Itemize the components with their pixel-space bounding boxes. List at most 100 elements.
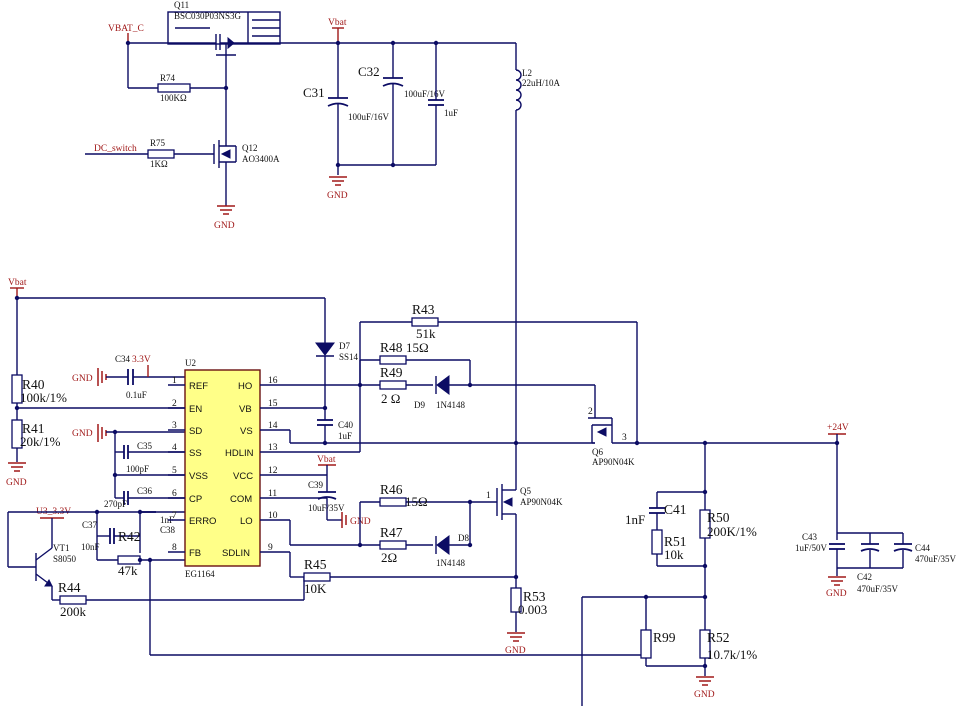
svg-text:15: 15 <box>268 399 278 409</box>
svg-text:1: 1 <box>172 376 177 386</box>
ref-cap-c34: GND C34 3.3V 0.1uF <box>72 354 185 400</box>
c42-value: 470uF/35V <box>857 584 899 594</box>
svg-text:SS: SS <box>189 448 202 459</box>
junction <box>14 405 20 411</box>
gnd-label: GND <box>505 646 526 656</box>
q6-ref: Q6 <box>592 447 603 457</box>
gnd-label: GND <box>327 191 348 201</box>
net-label-vbat-c: VBAT_C <box>108 24 144 34</box>
svg-text:5: 5 <box>172 466 177 476</box>
r75-body <box>147 149 175 159</box>
r43-path: R43 51k <box>290 302 638 453</box>
svg-text:3: 3 <box>622 433 627 443</box>
ic-left-pin-6: 6 CP <box>168 489 202 505</box>
c33-value: 1uF <box>444 108 458 118</box>
gnd-symbol <box>8 462 26 472</box>
gnd-label: GND <box>72 429 93 439</box>
svg-text:13: 13 <box>268 443 278 453</box>
r43-body <box>411 317 439 327</box>
gnd-label: GND <box>694 690 715 700</box>
junction <box>702 440 708 446</box>
l2-ref: L2 <box>522 68 532 78</box>
input-cap-bank: Vbat C31 100uF/16V C32 100uF/16V 1uF <box>303 18 458 201</box>
junction <box>467 542 473 548</box>
r45-value: 10K <box>304 581 327 596</box>
junction <box>702 563 708 569</box>
r47-value: 2Ω <box>381 550 397 565</box>
r44-body <box>59 595 87 605</box>
ic-u2: U2 EG1164 1 REF 2 EN 3 SD 4 SS 5 VSS <box>168 358 290 579</box>
junction <box>322 405 328 411</box>
svg-text:10: 10 <box>268 511 278 521</box>
gnd-label: GND <box>72 374 93 384</box>
gnd-symbol <box>696 676 714 686</box>
net-label-dc-switch: DC_switch <box>94 144 137 154</box>
junction <box>390 162 396 168</box>
svg-text:7: 7 <box>172 511 177 521</box>
svg-text:ERRO: ERRO <box>189 516 216 527</box>
ic-right-pin-10: 10 LO <box>240 511 290 527</box>
junction <box>834 440 840 446</box>
r42-value: 47k <box>118 563 138 578</box>
svg-text:VCC: VCC <box>233 471 253 482</box>
junction <box>513 574 519 580</box>
c43-value: 1uF/50V <box>795 543 828 553</box>
r49-ref: R49 <box>380 365 403 380</box>
r51-ref: R51 <box>664 534 687 549</box>
r40-value: 100k/1% <box>20 390 67 405</box>
q5-mosfet: 1 Q5 AP90N04K <box>486 470 563 588</box>
c40-ref: C40 <box>338 420 354 430</box>
high-side-gate-drive: R48 15Ω R49 2 Ω D9 1N4148 <box>290 340 596 418</box>
svg-text:SDLIN: SDLIN <box>222 548 250 559</box>
q11-ref: Q11 <box>174 0 189 10</box>
gnd-symbol <box>217 205 235 215</box>
d9-diode <box>436 375 450 395</box>
load-switch-section: VBAT_C Q11 BSC030P03NS3G <box>85 0 516 231</box>
c31-plate <box>327 102 349 107</box>
svg-text:COM: COM <box>230 494 252 505</box>
svg-text:HO: HO <box>238 381 252 392</box>
r75-value: 1KΩ <box>150 159 168 169</box>
junction <box>513 440 519 446</box>
bootstrap: D7 SS14 C40 1uF <box>289 298 595 446</box>
svg-text:LO: LO <box>240 516 253 527</box>
r99-body <box>640 629 652 659</box>
r48-ref: R48 <box>380 340 403 355</box>
c35-ref: C35 <box>137 441 153 451</box>
d9-ref: D9 <box>414 400 425 410</box>
svg-text:8: 8 <box>172 543 177 553</box>
r40-ref: R40 <box>22 377 45 392</box>
junction <box>702 663 708 669</box>
r44-ref: R44 <box>58 580 81 595</box>
svg-text:2: 2 <box>172 399 177 409</box>
svg-text:CP: CP <box>189 494 202 505</box>
ic-left-pin-3: 3 SD <box>168 421 202 437</box>
r50-ref: R50 <box>707 510 730 525</box>
q6-mosfet: 2 3 Q6 AP90N04K <box>513 407 837 467</box>
r45-ref: R45 <box>304 557 327 572</box>
junction <box>147 557 153 563</box>
junction <box>112 429 118 435</box>
r49-body <box>379 380 407 390</box>
r74-ref: R74 <box>160 73 176 83</box>
ic-left-pin-2: 2 EN <box>168 399 202 415</box>
gnd-label: GND <box>214 221 235 231</box>
r47-body <box>379 540 407 550</box>
r43-value: 51k <box>416 326 436 341</box>
c36-value: 270pF <box>104 499 127 509</box>
ic-right-pin-16: 16 HO <box>238 376 290 392</box>
q5-value: AP90N04K <box>520 497 563 507</box>
svg-text:REF: REF <box>189 381 208 392</box>
r51-value: 10k <box>664 547 684 562</box>
r46-body <box>379 497 407 507</box>
c36-ref: C36 <box>137 486 153 496</box>
junction <box>335 162 341 168</box>
c43-ref: C43 <box>802 532 818 542</box>
r46-ref: R46 <box>380 482 403 497</box>
d9-value: 1N4148 <box>436 400 465 410</box>
svg-text:16: 16 <box>268 376 278 386</box>
svg-text:VSS: VSS <box>189 471 208 482</box>
r41-ref: R41 <box>22 421 45 436</box>
c34-value: 0.1uF <box>126 390 147 400</box>
